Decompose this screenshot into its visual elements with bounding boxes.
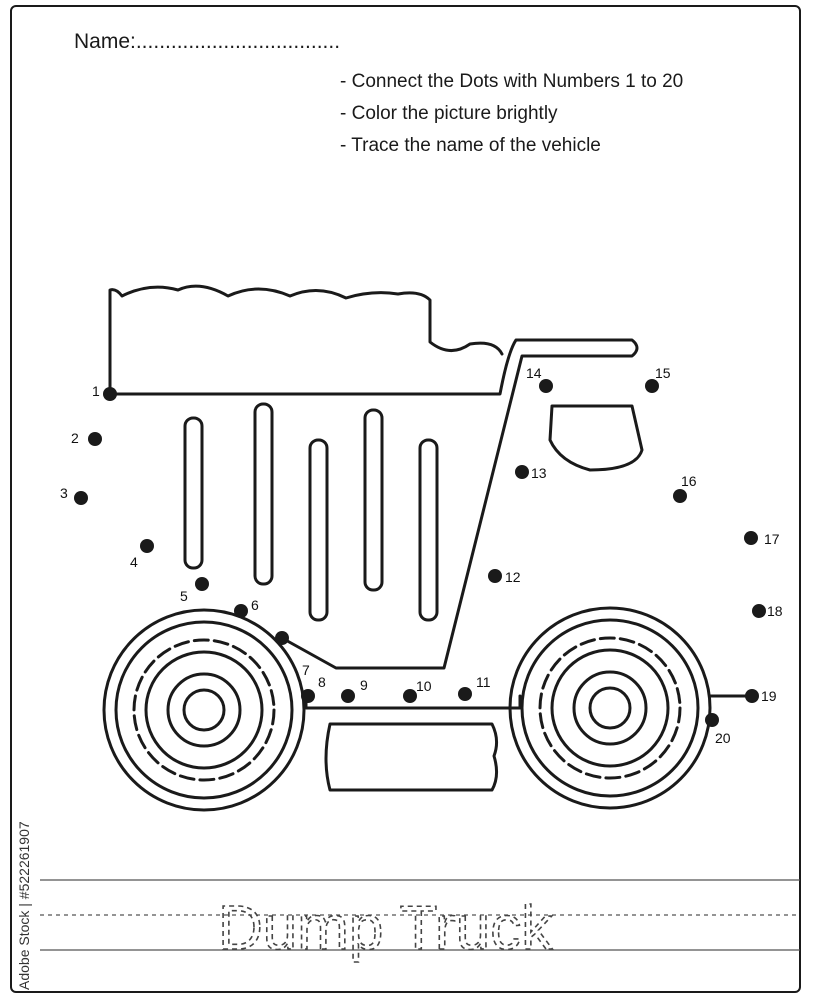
trace-word: Dump Truck <box>218 894 553 963</box>
instruction-color: - Color the picture brightly <box>340 103 558 124</box>
dot-labels: 1 2 3 4 5 6 7 8 9 10 11 12 13 14 15 16 1… <box>60 365 783 746</box>
dot-19 <box>745 689 759 703</box>
dot-5 <box>195 577 209 591</box>
dot-3 <box>74 491 88 505</box>
dot-8 <box>301 689 315 703</box>
front-wheel <box>508 606 712 810</box>
dot-label: 4 <box>130 554 138 570</box>
dot-18 <box>752 604 766 618</box>
dot-16 <box>673 489 687 503</box>
worksheet-frame <box>10 5 801 993</box>
dot-label: 9 <box>360 677 368 693</box>
dot-14 <box>539 379 553 393</box>
bed-slot <box>308 438 329 622</box>
dot-label: 17 <box>764 531 780 547</box>
instruction-connect-dots: - Connect the Dots with Numbers 1 to 20 <box>340 71 684 92</box>
dot-label: 15 <box>655 365 671 381</box>
dot-13 <box>515 465 529 479</box>
dot-label: 1 <box>92 383 100 399</box>
bed-slot <box>253 402 274 586</box>
dot-11 <box>458 687 472 701</box>
dot-9 <box>341 689 355 703</box>
dot-label: 3 <box>60 485 68 501</box>
name-field[interactable]: Name:................................... <box>74 30 341 53</box>
dot-2 <box>88 432 102 446</box>
dot-20 <box>705 713 719 727</box>
dot-label: 2 <box>71 430 79 446</box>
dot-7 <box>275 631 289 645</box>
dot-17 <box>744 531 758 545</box>
dot-label: 5 <box>180 588 188 604</box>
dot-label: 7 <box>302 662 310 678</box>
bed-slot <box>363 408 384 592</box>
bed-slot <box>418 438 439 622</box>
truck-body <box>108 338 639 670</box>
dot-10 <box>403 689 417 703</box>
cab-window <box>548 404 644 472</box>
dot-4 <box>140 539 154 553</box>
dump-truck-outline-icon <box>102 284 754 812</box>
bed-slot <box>183 416 204 570</box>
dot-label: 20 <box>715 730 731 746</box>
dot-label: 13 <box>531 465 547 481</box>
dot-label: 11 <box>476 674 491 690</box>
dot-6 <box>234 604 248 618</box>
instruction-list: - Connect the Dots with Numbers 1 to 20 … <box>340 66 683 162</box>
stock-credit: Adobe Stock | #522261907 <box>16 821 32 990</box>
dot-label: 14 <box>526 365 542 381</box>
fuel-tank <box>324 722 499 792</box>
dot-label: 18 <box>767 603 783 619</box>
dot-label: 16 <box>681 473 697 489</box>
dot-label: 8 <box>318 674 326 690</box>
dot-label: 10 <box>416 678 432 694</box>
rear-wheel <box>102 608 306 812</box>
dot-label: 6 <box>251 597 259 613</box>
dot-label: 12 <box>505 569 521 585</box>
handwriting-guide <box>40 879 800 951</box>
instruction-trace: - Trace the name of the vehicle <box>340 135 601 156</box>
dot-1 <box>103 387 117 401</box>
connect-dots <box>74 379 766 727</box>
dot-12 <box>488 569 502 583</box>
dot-15 <box>645 379 659 393</box>
dirt-load <box>108 284 504 396</box>
dot-label: 19 <box>761 688 777 704</box>
